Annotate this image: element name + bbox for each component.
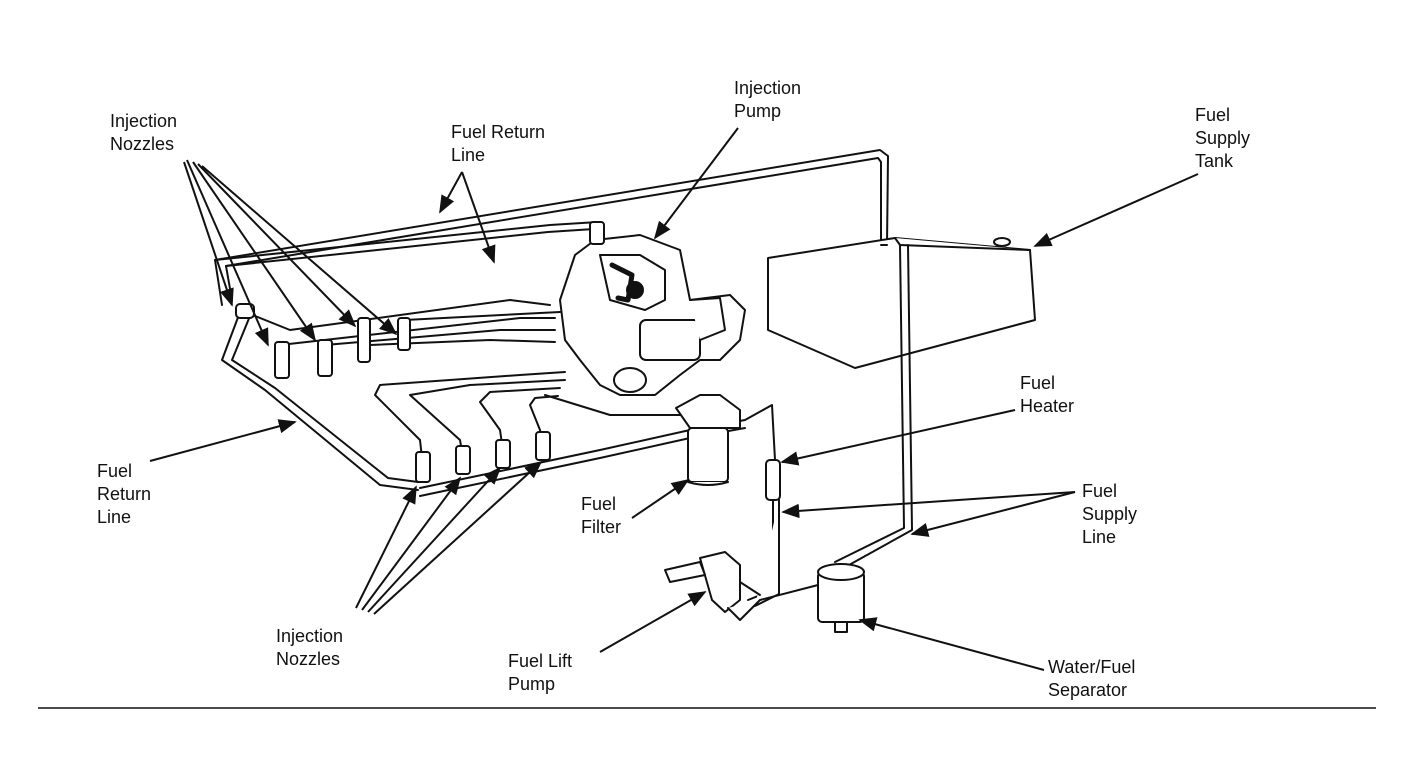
label-line: Fuel [581, 494, 617, 514]
fuel-return-line-left [221, 311, 419, 491]
label-line: Separator [1048, 680, 1128, 700]
label-line: Fuel [1195, 105, 1231, 125]
label-line: Line [451, 145, 486, 165]
label-line: Nozzles [110, 134, 175, 154]
water-fuel-separator [817, 563, 865, 633]
label-line: Return [97, 484, 152, 504]
label-water-fuel-separator: Water/Fuel Separator [1048, 656, 1135, 702]
label-line: Supply [1195, 128, 1251, 148]
arrow-return-left [149, 419, 297, 462]
label-line: Fuel [1020, 373, 1056, 393]
label-line: Water/Fuel [1048, 657, 1136, 677]
label-injection-nozzles-top: Injection Nozzles [110, 110, 177, 156]
arrow-nozzles-3 [197, 163, 357, 328]
label-line: Tank [1195, 151, 1234, 171]
arrow-nozzles-lower-4 [373, 460, 543, 615]
label-fuel-return-line-left: Fuel Return Line [97, 460, 151, 529]
label-line: Pump [734, 101, 782, 121]
label-line: Heater [1020, 396, 1075, 416]
arrow-fuel-lift-pump [599, 591, 707, 653]
label-line: Fuel Lift [508, 651, 573, 671]
fuel-heater [747, 459, 781, 607]
fuel-lift-pump [664, 551, 819, 621]
label-fuel-lift-pump: Fuel Lift Pump [508, 650, 572, 696]
injection-nozzles-lower [415, 431, 551, 483]
arrow-injection-pump [653, 127, 739, 240]
arrow-supply-tank [1033, 173, 1199, 247]
arrow-supply-line-1 [781, 491, 1076, 519]
arrow-nozzles-lower-2 [361, 476, 462, 611]
arrow-nozzles-lower-1 [355, 485, 417, 609]
injection-pump [559, 221, 746, 396]
label-injection-pump: Injection Pump [734, 77, 801, 123]
label-fuel-supply-tank: Fuel Supply Tank [1195, 104, 1250, 173]
arrow-nozzles-1 [186, 159, 269, 347]
arrow-return-top-1 [439, 171, 463, 214]
arrow-fuel-heater [780, 409, 1016, 466]
arrow-fuel-filter [631, 478, 690, 519]
label-line: Injection [734, 78, 802, 98]
arrow-nozzles-2 [192, 161, 317, 342]
fuel-filter [675, 394, 741, 486]
label-line: Line [1082, 527, 1117, 547]
label-line: Filter [581, 517, 621, 537]
injection-nozzles-upper [235, 303, 411, 379]
arrow-nozzles-5 [183, 161, 234, 307]
fuel-return-line-upper [214, 149, 889, 306]
label-injection-nozzles-bottom: Injection Nozzles [276, 625, 343, 671]
injection-lines-lower [374, 371, 681, 459]
arrow-supply-line-2 [910, 491, 1076, 537]
label-fuel-heater: Fuel Heater [1020, 372, 1074, 418]
label-fuel-supply-line: Fuel Supply Line [1082, 480, 1137, 549]
label-fuel-filter: Fuel Filter [581, 493, 621, 539]
arrow-separator [858, 617, 1045, 671]
label-line: Fuel [97, 461, 133, 481]
arrow-return-top-2 [461, 171, 496, 264]
label-line: Pump [508, 674, 556, 694]
label-fuel-return-line-top: Fuel Return Line [451, 121, 545, 167]
label-line: Fuel [1082, 481, 1118, 501]
label-line: Injection [276, 626, 344, 646]
label-line: Nozzles [276, 649, 341, 669]
label-line: Injection [110, 111, 178, 131]
arrow-nozzles-4 [201, 165, 398, 336]
label-line: Line [97, 507, 132, 527]
label-line: Fuel Return [451, 122, 546, 142]
arrow-nozzles-lower-3 [367, 466, 502, 613]
label-line: Supply [1082, 504, 1138, 524]
